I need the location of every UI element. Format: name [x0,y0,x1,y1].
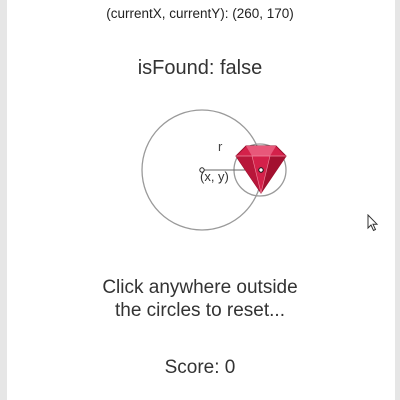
mouse-pointer-icon [367,214,379,232]
current-coordinates-readout: (currentX, currentY): (260, 170) [106,6,294,21]
play-area[interactable]: r (x, y) [0,0,400,260]
center-label: (x, y) [200,169,229,184]
is-found-status: isFound: false [137,57,263,79]
window-edge-right [395,0,400,400]
reset-instruction-line-2: the circles to reset... [114,300,285,321]
current-point [258,167,264,173]
center-point [199,167,205,173]
radius-label: r [218,139,223,154]
reset-instruction: Click anywhere outside the circles to re… [0,276,400,322]
window-edge-left [0,0,7,400]
reset-instruction-line-1: Click anywhere outside [102,277,298,298]
score-display: Score: 0 [164,357,236,378]
